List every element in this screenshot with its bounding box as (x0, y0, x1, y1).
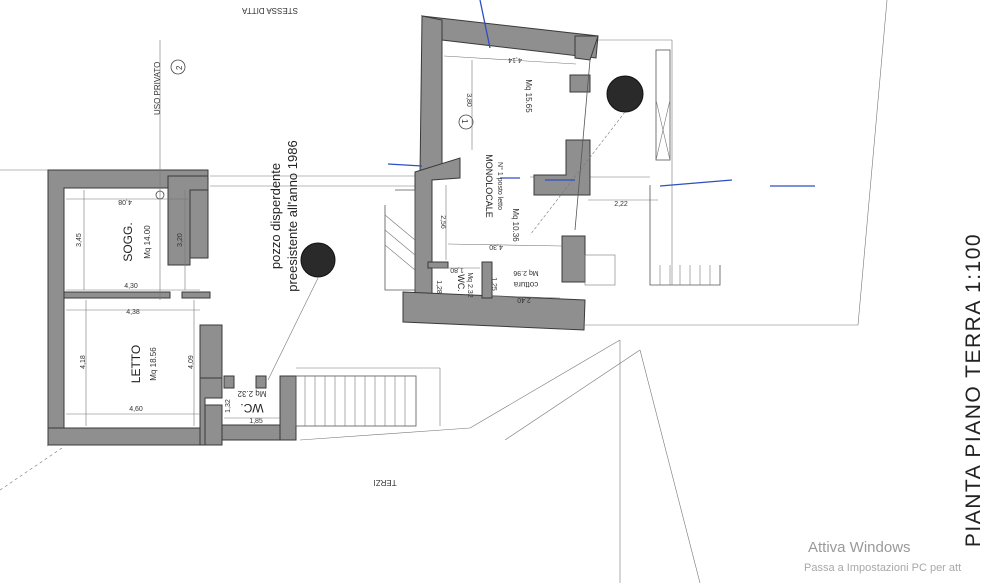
room-letto-area: Mq 18.56 (149, 347, 158, 381)
dim-lines-right (432, 55, 577, 299)
dim-380: 3,80 (465, 93, 472, 107)
dim-132: 1,32 (225, 399, 232, 413)
right-building (384, 15, 721, 331)
dim-418: 4,18 (80, 355, 87, 369)
plan-title: PIANTA PIANO TERRA 1:100 (962, 233, 985, 547)
dim-430b: 4,30 (489, 243, 503, 250)
dim-408: 4,08 (118, 198, 132, 205)
dim-125: 1,25 (490, 277, 497, 291)
room-sogg-name: SOGG. (121, 222, 135, 261)
room-letto-name: LETTO (129, 345, 143, 383)
room-monolocale-name: MONOLOCALE (484, 154, 494, 218)
label-terzi: TERZI (373, 478, 396, 487)
marker-label-left: 2 (175, 65, 184, 70)
dim-460: 4,60 (129, 406, 143, 413)
well-leader-line (267, 277, 319, 381)
room-sogg-area: Mq 14.00 (143, 225, 152, 259)
room-cottura-area: Mq 2.96 (513, 269, 538, 276)
uso-privato-label: USO PRIVATO (153, 62, 162, 115)
left-building (47, 169, 441, 447)
note-line-2: preesistente all'anno 1986 (285, 140, 300, 291)
dim-222: 2,22 (614, 201, 628, 208)
dim-128: 1,28 (435, 280, 442, 294)
dim-185: 1,85 (249, 418, 263, 425)
room-monolocale-area: Mq 10.36 (511, 208, 520, 242)
dim-180: 1,80 (450, 266, 464, 273)
dim-438: 4,38 (126, 309, 140, 316)
room-cottura-name: cottura (513, 280, 538, 289)
room-wc-left-name: WC. (240, 401, 263, 415)
room-wc-right-name: WC. (456, 274, 466, 292)
room-wc-right-area: Mq 2.32 (466, 272, 473, 297)
dim-lines-left (66, 190, 282, 426)
dim-409: 4,09 (188, 355, 195, 369)
blue-pen-marks (387, 0, 815, 187)
label-stessa-ditta: STESSA DITTA (241, 6, 298, 15)
watermark-line-2: Passa a Impostazioni PC per att (804, 562, 961, 574)
watermark-line-1: Attiva Windows (808, 539, 911, 556)
note-line-1: pozzo disperdente (268, 163, 283, 269)
well-circle-right (606, 75, 644, 113)
room-top-area: Mq 15.65 (524, 79, 533, 113)
dim-414: 4,14 (508, 56, 522, 63)
dim-430: 4,30 (124, 283, 138, 290)
dim-240: 2,40 (517, 296, 531, 303)
dim-345: 3,45 (76, 233, 83, 247)
marker-label-right: 1 (460, 119, 469, 124)
room-wc-left-area: Mq 2.32 (237, 389, 266, 398)
dim-320: 3,20 (177, 233, 184, 247)
well-circle-left (300, 242, 336, 278)
dim-256: 2,56 (439, 215, 446, 229)
room-monolocale-sub: N° 1 posto letto (496, 162, 504, 210)
